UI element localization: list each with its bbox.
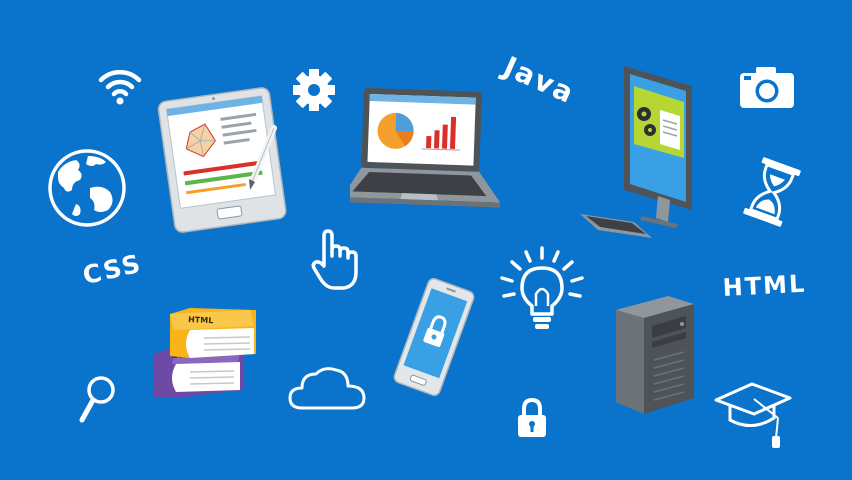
book-stack: CSS HTML	[154, 308, 256, 398]
gear-icon	[293, 69, 335, 111]
book-top-title: HTML	[188, 315, 214, 325]
globe-icon	[48, 149, 126, 227]
lightbulb-icon	[500, 246, 584, 329]
html-label: HTML	[722, 269, 807, 302]
laptop-device	[350, 88, 501, 208]
hand-pointer-icon	[311, 229, 358, 290]
cloud-icon	[288, 367, 366, 410]
desktop-monitor	[580, 66, 692, 238]
wifi-icon	[98, 69, 142, 105]
camera-icon	[740, 67, 794, 108]
tablet-device	[157, 87, 287, 233]
padlock-icon	[518, 397, 546, 437]
magnifier-icon	[79, 376, 115, 423]
graduation-cap-icon	[714, 382, 792, 448]
server-tower	[616, 296, 694, 414]
hourglass-icon	[743, 157, 801, 227]
css-label: CSS	[80, 248, 145, 291]
smartphone-device	[393, 278, 475, 396]
java-label: Java	[498, 50, 581, 111]
